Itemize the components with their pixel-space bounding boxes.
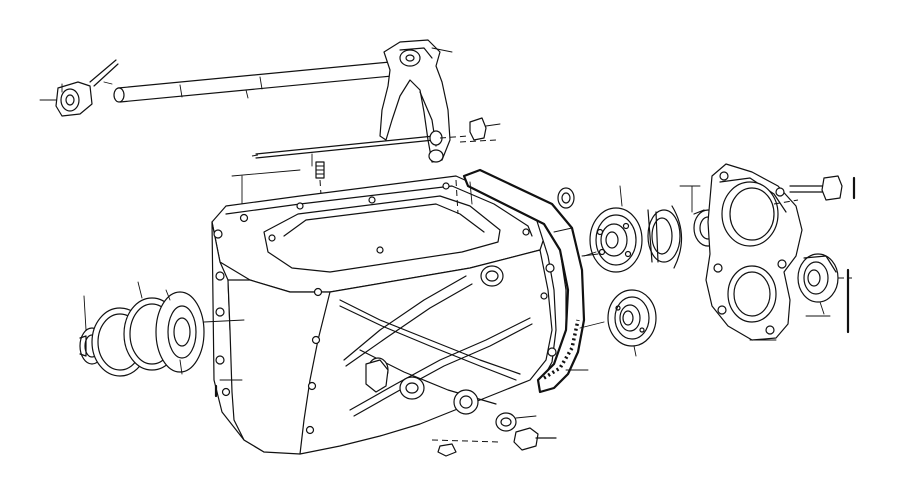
reference-lines <box>214 185 831 398</box>
gearbox-housing <box>211 175 567 455</box>
front-bearing <box>579 289 657 357</box>
washer <box>495 412 537 432</box>
bracket-clip <box>459 117 501 143</box>
shift-rail <box>251 130 469 159</box>
shift-lever-end <box>39 81 93 117</box>
gasket <box>455 168 589 394</box>
shift-rod <box>113 61 393 103</box>
seal-ring <box>557 187 575 209</box>
bolt <box>773 175 856 205</box>
oil-seal <box>797 253 852 334</box>
shift-fork <box>379 39 453 163</box>
rear-cover <box>705 163 803 341</box>
drain-plug <box>431 427 557 457</box>
pin <box>89 59 119 87</box>
bearing <box>583 185 643 273</box>
snap-ring <box>91 281 245 377</box>
